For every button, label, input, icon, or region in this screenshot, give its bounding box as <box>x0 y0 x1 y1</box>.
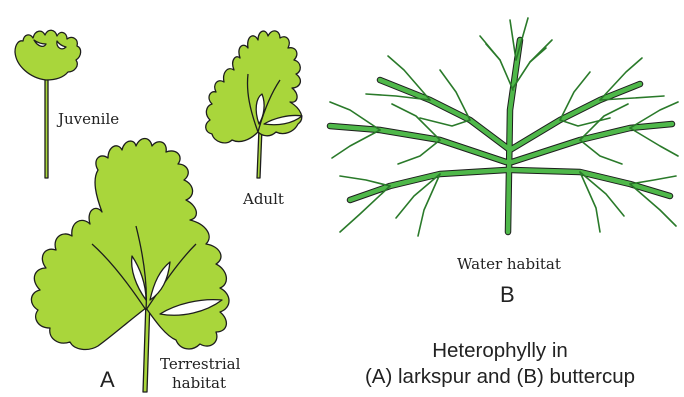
adult-label: Adult <box>243 190 284 208</box>
terrestrial-label-line1: Terrestrial <box>160 355 240 373</box>
panel-a-label: A <box>100 367 115 393</box>
water-leaf <box>330 18 678 236</box>
adult-leaf <box>206 31 302 178</box>
caption-line-1: Heterophylly in <box>330 338 670 364</box>
juvenile-leaf <box>15 30 81 178</box>
water-habitat-label: Water habitat <box>457 255 561 273</box>
terrestrial-leaf <box>31 139 229 393</box>
figure-caption: Heterophylly in (A) larkspur and (B) but… <box>330 338 670 390</box>
terrestrial-label-line2: habitat <box>172 374 226 392</box>
caption-line-2: (A) larkspur and (B) buttercup <box>330 364 670 390</box>
panel-b-label: B <box>500 282 515 308</box>
juvenile-label: Juvenile <box>58 110 119 128</box>
